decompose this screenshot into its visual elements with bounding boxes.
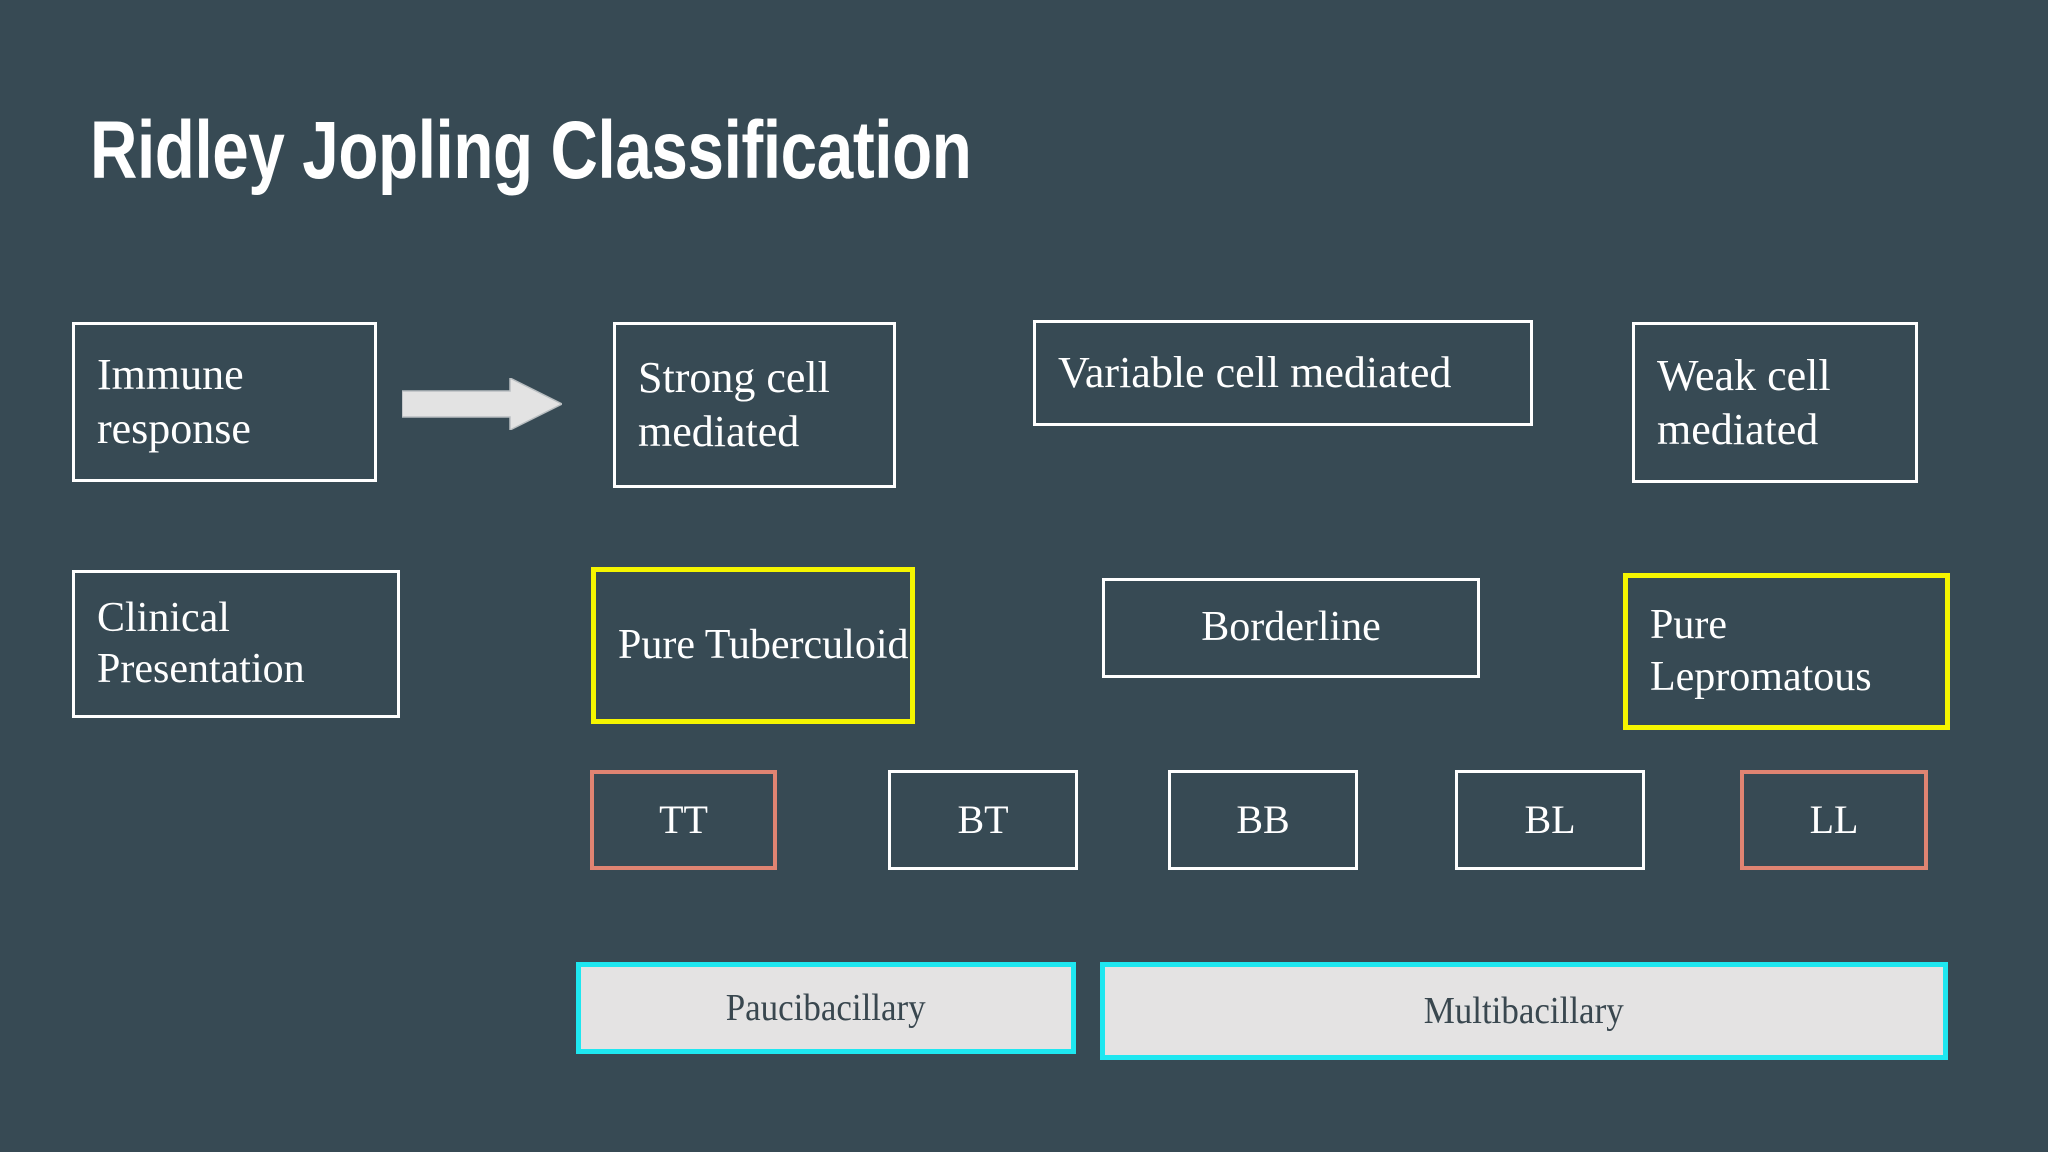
spectrum-cell-bt: BT bbox=[888, 770, 1078, 870]
immune-cell-variable: Variable cell mediated bbox=[1033, 320, 1533, 426]
clinical-cell-pure-tuberculoid: Pure Tuberculoid bbox=[591, 567, 915, 724]
clinical-presentation-label: Clinical Presentation bbox=[97, 594, 305, 692]
bacillary-bar-multibacillary-label: Multibacillary bbox=[1423, 990, 1624, 1032]
clinical-cell-pure-lepromatous: Pure Lepromatous bbox=[1623, 573, 1950, 730]
page-title: Ridley Jopling Classification bbox=[90, 105, 972, 196]
spectrum-cell-ll-label: LL bbox=[1809, 796, 1859, 842]
immune-response-label-box: Immune response bbox=[72, 322, 377, 482]
spectrum-cell-bl: BL bbox=[1455, 770, 1645, 870]
spectrum-cell-ll: LL bbox=[1740, 770, 1928, 870]
clinical-cell-borderline-label: Borderline bbox=[1201, 604, 1381, 651]
spectrum-cell-bt-label: BT bbox=[957, 796, 1009, 842]
clinical-cell-pure-lepromatous-label: Pure Lepromatous bbox=[1650, 602, 1872, 700]
bacillary-bar-paucibacillary: Paucibacillary bbox=[576, 962, 1076, 1054]
spectrum-cell-bb-label: BB bbox=[1236, 796, 1290, 842]
clinical-cell-borderline: Borderline bbox=[1102, 578, 1480, 678]
immune-cell-strong-label: Strong cell mediated bbox=[638, 353, 830, 456]
spectrum-cell-bb: BB bbox=[1168, 770, 1358, 870]
clinical-presentation-label-box: Clinical Presentation bbox=[72, 570, 400, 718]
clinical-cell-pure-tuberculoid-label: Pure Tuberculoid bbox=[618, 621, 909, 668]
immune-response-label: Immune response bbox=[97, 350, 251, 453]
immune-cell-weak-label: Weak cell mediated bbox=[1657, 350, 1831, 454]
right-arrow-icon bbox=[402, 378, 562, 430]
spectrum-cell-tt: TT bbox=[590, 770, 777, 870]
bacillary-bar-paucibacillary-label: Paucibacillary bbox=[726, 987, 926, 1029]
immune-cell-variable-label: Variable cell mediated bbox=[1058, 348, 1452, 398]
immune-cell-weak: Weak cell mediated bbox=[1632, 322, 1918, 483]
spectrum-cell-bl-label: BL bbox=[1524, 796, 1576, 842]
bacillary-bar-multibacillary: Multibacillary bbox=[1100, 962, 1948, 1060]
immune-cell-strong: Strong cell mediated bbox=[613, 322, 896, 488]
spectrum-cell-tt-label: TT bbox=[659, 796, 708, 842]
